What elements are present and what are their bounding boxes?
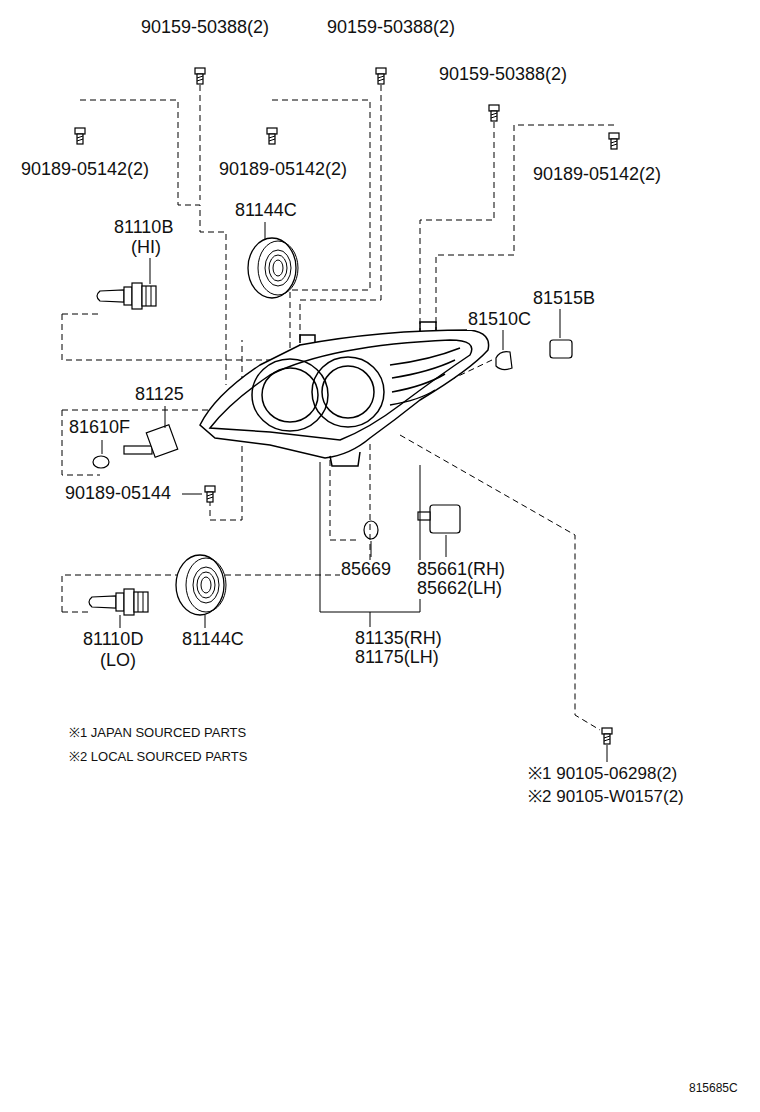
part-number: 81175(LH) — [354, 648, 440, 668]
part-number: 81610F — [68, 418, 131, 438]
part-number: 85661(RH) — [416, 560, 506, 580]
part-number: 81144C — [234, 201, 298, 221]
part-number: 81110D — [82, 630, 144, 650]
part-number: ※1 90105-06298(2) — [527, 765, 678, 784]
part-number: 90159-50388(2) — [438, 65, 568, 85]
part-number: 81510C — [467, 310, 532, 330]
part-number: 90189-05142(2) — [218, 160, 348, 180]
part-number: 81110B — [113, 218, 174, 238]
part-number: 81125 — [134, 385, 185, 405]
part-number: 90189-05144 — [64, 484, 172, 504]
part-number: 90159-50388(2) — [326, 18, 456, 38]
part-number: ※1 JAPAN SOURCED PARTS — [68, 726, 247, 740]
part-number: 85662(LH) — [416, 579, 503, 599]
part-number: 90159-50388(2) — [140, 18, 270, 38]
part-number: ※2 LOCAL SOURCED PARTS — [68, 750, 248, 764]
part-number: 90189-05142(2) — [20, 160, 150, 180]
part-number: (LO) — [99, 651, 137, 671]
part-number: 81515B — [532, 289, 596, 309]
part-number: 815685C — [688, 1082, 739, 1095]
part-number: (HI) — [130, 238, 162, 258]
part-number: 81144C — [181, 630, 245, 650]
part-number: ※2 90105-W0157(2) — [527, 788, 685, 807]
part-number: 90189-05142(2) — [532, 165, 662, 185]
part-number: 85669 — [340, 560, 392, 580]
part-number: 81135(RH) — [354, 629, 443, 649]
